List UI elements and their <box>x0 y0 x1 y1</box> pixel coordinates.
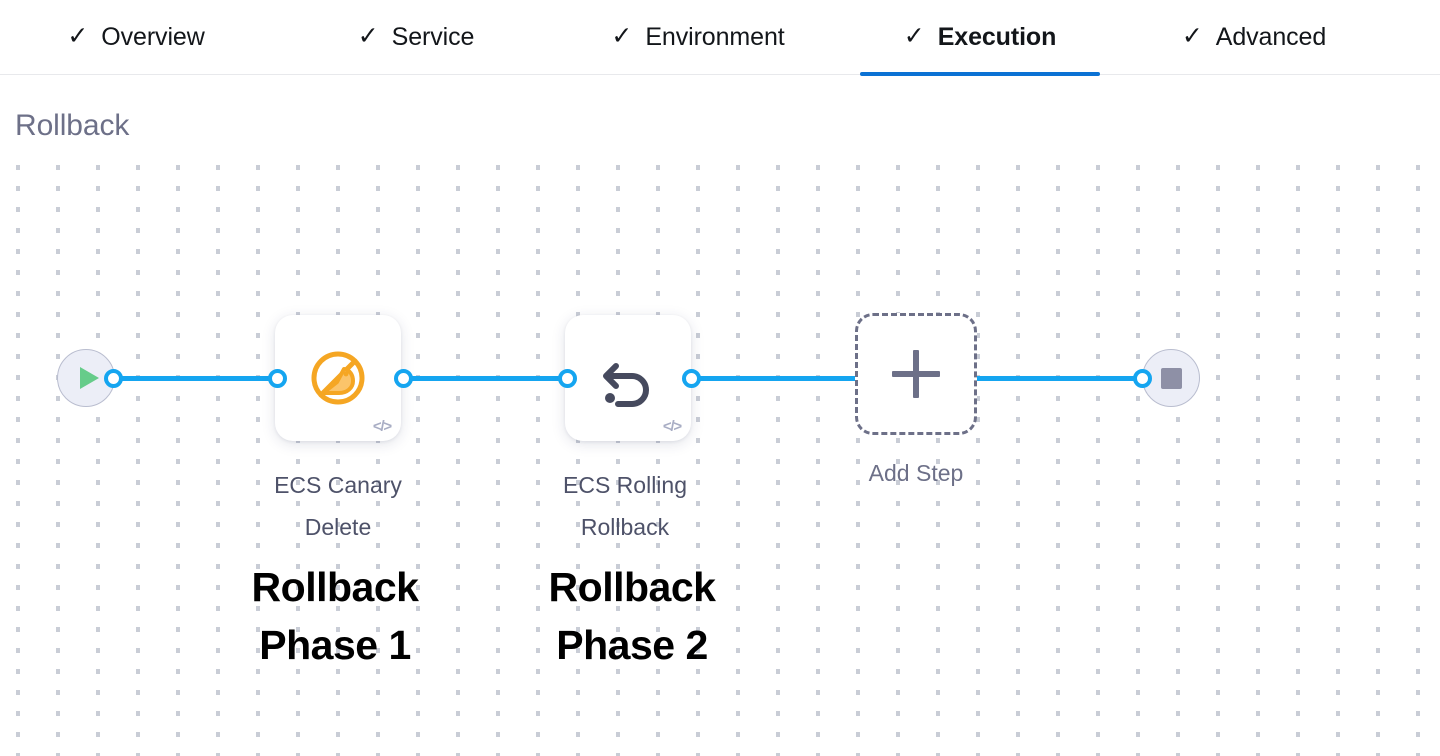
tab-underline <box>580 72 816 76</box>
start-node-output-port[interactable] <box>104 369 123 388</box>
tab-overview-label: Overview <box>101 22 205 51</box>
step2-input-port[interactable] <box>558 369 577 388</box>
tab-active-underline <box>860 71 1100 76</box>
ecs-canary-delete-icon <box>275 315 401 441</box>
ecs-rolling-rollback-icon <box>565 315 691 441</box>
play-icon <box>79 367 99 389</box>
step2-output-port[interactable] <box>682 369 701 388</box>
step-label-line2: Rollback <box>580 514 670 540</box>
tab-environment[interactable]: ✓ Environment <box>580 0 816 75</box>
stop-icon <box>1160 367 1182 389</box>
tab-advanced-label: Advanced <box>1215 22 1327 51</box>
tab-underline <box>330 72 502 76</box>
step-label-line2: Delete <box>304 514 372 540</box>
pipeline-canvas[interactable] <box>0 75 1440 756</box>
end-node-input-port[interactable] <box>1133 369 1152 388</box>
step-node-ecs-rolling-rollback[interactable]: </> <box>565 315 691 441</box>
tab-environment-label: Environment <box>645 22 785 51</box>
step-node-label-ecs-canary-delete: ECS Canary Delete <box>218 464 458 548</box>
tab-advanced[interactable]: ✓ Advanced <box>1148 0 1360 75</box>
connector-start-to-step1 <box>110 376 290 381</box>
step1-output-port[interactable] <box>394 369 413 388</box>
annotation-line2: Phase 2 <box>556 622 708 668</box>
code-icon[interactable]: </> <box>662 418 682 435</box>
stage-tab-bar: ✓ Overview ✓ Service ✓ Environment ✓ Exe… <box>0 0 1440 76</box>
check-icon: ✓ <box>1181 21 1203 50</box>
add-step-button[interactable] <box>855 313 977 435</box>
section-title-band <box>0 75 1440 161</box>
connector-step1-to-step2 <box>390 376 575 381</box>
step-node-ecs-canary-delete[interactable]: </> <box>275 315 401 441</box>
tab-execution-label: Execution <box>937 22 1057 51</box>
step-label-line1: ECS Rolling <box>563 472 687 498</box>
tab-overview[interactable]: ✓ Overview <box>36 0 236 75</box>
check-icon: ✓ <box>903 21 925 50</box>
step-label-line1: ECS Canary <box>274 472 402 498</box>
check-icon: ✓ <box>611 21 633 50</box>
add-step-label: Add Step <box>868 460 964 486</box>
annotation-line2: Phase 1 <box>259 622 411 668</box>
tab-underline <box>36 72 236 76</box>
tab-service[interactable]: ✓ Service <box>330 0 502 75</box>
step-node-label-ecs-rolling-rollback: ECS Rolling Rollback <box>505 464 745 548</box>
plus-icon <box>892 350 940 398</box>
tab-service-label: Service <box>391 22 475 51</box>
pipeline-graph: </> ECS Canary Delete Rollback Phase 1 <… <box>0 75 1440 756</box>
check-icon: ✓ <box>357 21 379 50</box>
step1-input-port[interactable] <box>268 369 287 388</box>
check-icon: ✓ <box>67 21 89 50</box>
annotation-rollback-phase-1: Rollback Phase 1 <box>185 558 485 674</box>
annotation-line1: Rollback <box>548 564 716 610</box>
annotation-line1: Rollback <box>251 564 419 610</box>
tab-execution[interactable]: ✓ Execution <box>860 0 1100 76</box>
page-title: Rollback <box>15 109 130 142</box>
annotation-rollback-phase-2: Rollback Phase 2 <box>482 558 782 674</box>
code-icon[interactable]: </> <box>372 418 392 435</box>
tab-underline <box>1148 72 1360 76</box>
